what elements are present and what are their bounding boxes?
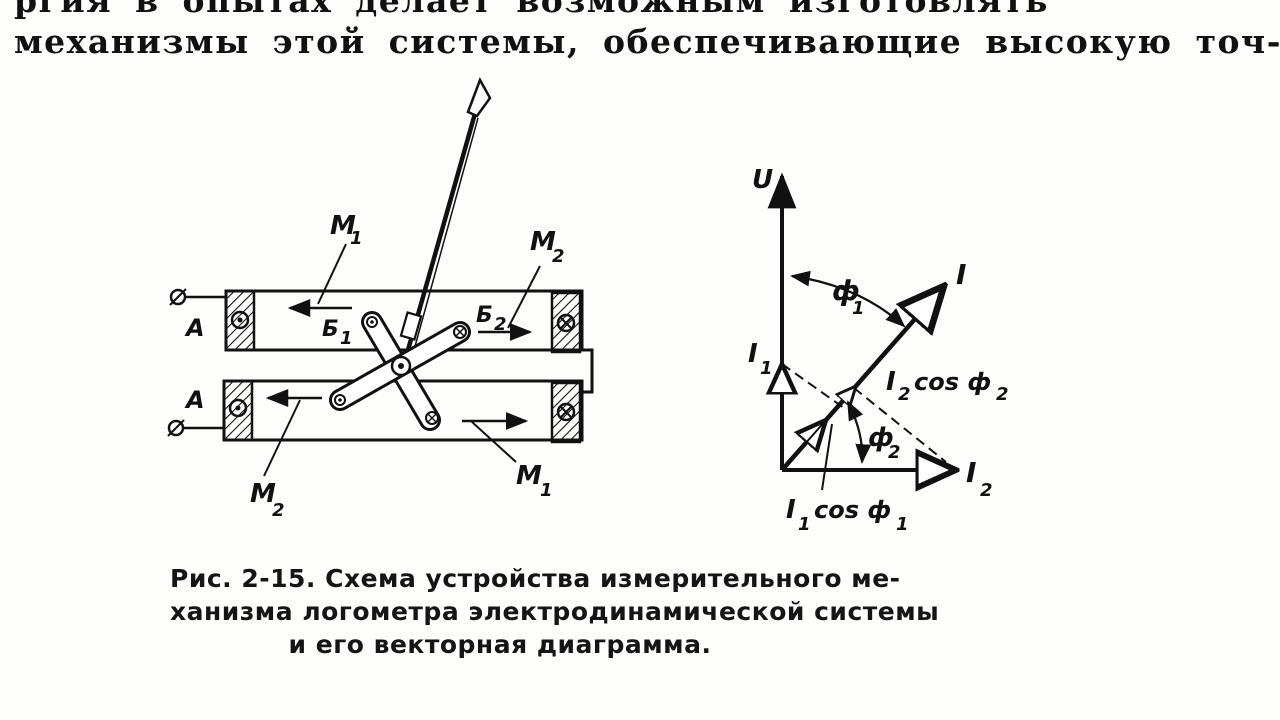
label-i: I (956, 258, 966, 291)
label-phi1-sub: 1 (852, 298, 865, 319)
label-b1-sub: 1 (340, 328, 353, 349)
label-phi2-sub: 2 (888, 442, 901, 463)
label-a-top: A (184, 314, 205, 342)
label-b2: Б (476, 303, 493, 328)
label-i1cos-text-sub: 1 (896, 514, 909, 535)
pointer-needle (399, 77, 492, 351)
caption-line-1: Рис. 2-15. Схема устройства измерительно… (170, 564, 901, 593)
label-i1: I (748, 339, 758, 369)
label-i1cos: I (786, 495, 796, 525)
label-m1-bottom-sub: 1 (540, 480, 553, 501)
label-m1-bottom: M (516, 461, 542, 491)
label-i2-sub: 2 (980, 480, 993, 501)
terminal-bottom (167, 419, 224, 437)
label-i1cos-sub: 1 (798, 514, 811, 535)
current-in-cross-icon (556, 313, 576, 333)
current-out-dot-icon-lower (228, 398, 248, 418)
label-b1: Б (322, 317, 339, 342)
label-m1-top-sub: 1 (350, 228, 363, 249)
current-out-dot-icon (230, 310, 250, 330)
label-m2-bottom-sub: 2 (272, 500, 285, 521)
label-i1-sub: 1 (760, 358, 773, 379)
moving-coils (329, 311, 471, 431)
label-i2cos-text-sub: 2 (996, 384, 1009, 405)
label-m1-top: M (330, 211, 356, 241)
upper-coil (224, 289, 584, 354)
label-a-bottom: A (184, 386, 205, 414)
label-i2cos: I (886, 367, 896, 397)
body-text-line-2: механизмы этой системы, обеспечивающие в… (14, 22, 1280, 61)
caption-line-2: ханизма логометра электродинамической си… (170, 597, 940, 626)
body-text-line-top: ргия в опытах делает возможным изготовля… (14, 0, 1049, 20)
label-u: U (752, 165, 773, 195)
figure-caption: Рис. 2-15. Схема устройства измерительно… (170, 562, 1010, 661)
caption-line-3: и его векторная диаграмма. (288, 630, 712, 659)
terminal-top (169, 288, 226, 306)
label-phi2: ф (868, 423, 894, 453)
vector-diagram: U ф 1 I I 1 I 2 cos ф 2 ф 2 I 2 I 1 cos … (748, 165, 1009, 535)
label-b2-sub: 2 (494, 314, 507, 335)
label-i2cos-text: cos ф (914, 368, 991, 396)
label-m2-top-sub: 2 (552, 246, 565, 267)
label-m2-bottom: M (250, 479, 276, 509)
label-i1cos-text: cos ф (814, 496, 891, 524)
label-phi1: ф (832, 274, 860, 307)
label-i2cos-sub: 2 (898, 384, 911, 405)
current-in-cross-icon-lower (556, 402, 576, 422)
label-i2: I (966, 456, 976, 489)
label-m2-top: M (530, 227, 556, 257)
mechanism-diagram: M 1 M 2 Б 1 Б 2 A A M 2 M 1 (167, 77, 594, 521)
